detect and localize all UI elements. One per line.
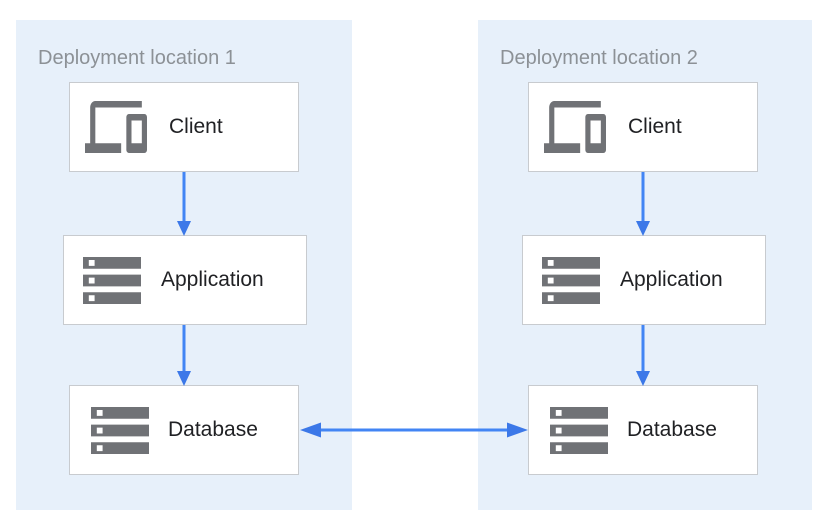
node-label: Application bbox=[620, 268, 723, 291]
node-application-location-1: Application bbox=[63, 235, 307, 325]
node-label: Client bbox=[628, 115, 682, 138]
node-label: Application bbox=[161, 268, 264, 291]
node-label: Database bbox=[627, 418, 717, 441]
node-label: Database bbox=[168, 418, 258, 441]
node-label: Client bbox=[169, 115, 223, 138]
node-client-location-1: Client bbox=[69, 82, 299, 172]
node-client-location-2: Client bbox=[528, 82, 758, 172]
region-label: Deployment location 2 bbox=[500, 47, 698, 69]
node-database-location-2: Database bbox=[528, 385, 758, 475]
storage-icon bbox=[542, 256, 600, 304]
storage-icon bbox=[91, 406, 149, 454]
node-application-location-2: Application bbox=[522, 235, 766, 325]
region-label: Deployment location 1 bbox=[38, 47, 236, 69]
devices-icon bbox=[544, 101, 606, 153]
node-database-location-1: Database bbox=[69, 385, 299, 475]
storage-icon bbox=[550, 406, 608, 454]
devices-icon bbox=[85, 101, 147, 153]
storage-icon bbox=[83, 256, 141, 304]
